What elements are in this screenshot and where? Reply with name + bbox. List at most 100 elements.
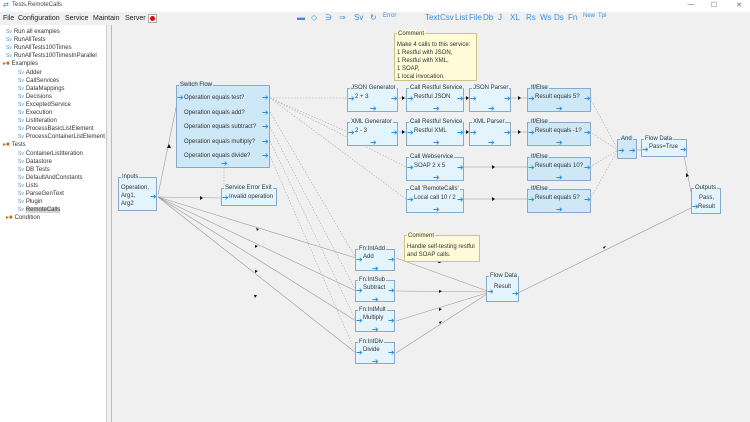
output-arrow-icon[interactable]: ➔ (391, 94, 398, 103)
input-arrow-icon[interactable]: ➔ (356, 348, 363, 357)
tool-flow-icon[interactable]: ⇒ (339, 13, 346, 22)
switch-case-multiply[interactable]: Operation equals multiply? (184, 139, 256, 145)
close-button[interactable]: ✕ (736, 2, 742, 9)
output-arrow-icon[interactable]: ➔ (262, 108, 269, 117)
input-arrow-icon[interactable]: ➔ (177, 93, 184, 102)
true-arrow-icon[interactable]: ➔ (584, 128, 591, 137)
tool-template-icon[interactable]: Tpl (598, 13, 607, 19)
output-arrow-icon[interactable]: ➔ (150, 192, 157, 201)
error-arrow-icon[interactable]: ➔ (433, 205, 440, 214)
output-arrow-icon[interactable]: ➔ (457, 195, 464, 204)
tool-loop-icon[interactable]: ↻ (370, 13, 377, 22)
and-node[interactable]: And ➔ ➔ (617, 136, 637, 159)
input-arrow-icon[interactable]: ➔ (528, 94, 535, 103)
input-arrow-icon[interactable]: ➔ (470, 128, 477, 137)
output-arrow-icon[interactable]: ➔ (391, 128, 398, 137)
ifelse-node-1[interactable]: If/Else ➔ Result equals 5? ➔ ➔ (527, 85, 591, 113)
switch-case-subtract[interactable]: Operation equals subtract? (184, 124, 257, 130)
tool-fn-icon[interactable]: Fn (568, 13, 578, 22)
minimize-button[interactable]: — (687, 1, 695, 8)
output-arrow-icon[interactable]: ➔ (388, 286, 395, 295)
tool-xml-icon[interactable]: XL (510, 13, 520, 22)
tool-and-icon[interactable]: ∋ (325, 13, 332, 22)
false-arrow-icon[interactable]: ➔ (556, 104, 563, 113)
tree-folder[interactable]: ▸■Tests (3, 142, 26, 149)
server-status-button[interactable] (148, 14, 157, 23)
input-arrow-icon[interactable]: ➔ (528, 128, 535, 137)
error-arrow-icon[interactable]: ➔ (370, 138, 377, 147)
tool-decision-icon[interactable]: ◇ (311, 13, 318, 22)
error-arrow-icon[interactable]: ➔ (433, 173, 440, 182)
true-arrow-icon[interactable]: ➔ (584, 195, 591, 204)
output-arrow-icon[interactable]: ➔ (457, 94, 464, 103)
menu-server[interactable]: Server (125, 15, 146, 22)
call-restful-xml-node[interactable]: Call Restful Service ➔ Restful XML ➔ ➔ (406, 119, 464, 147)
output-arrow-icon[interactable]: ➔ (262, 137, 269, 146)
call-restful-json-node[interactable]: Call Restful Service ➔ Restful JSON ➔ ➔ (406, 85, 464, 113)
error-arrow-icon[interactable]: ➔ (372, 325, 379, 334)
comment-note[interactable]: Comment Make 4 calls to this service: 1 … (394, 30, 477, 81)
fn-int-add-node[interactable]: Fn:IntAdd ➔ Add ➔ ➔ (355, 246, 395, 273)
tool-error-icon[interactable]: Error (383, 13, 397, 19)
service-error-exit-node[interactable]: Service Error Exit ➔ Invalid operation (221, 185, 277, 206)
tool-csv-icon[interactable]: Csv (440, 13, 454, 22)
tool-file-icon[interactable]: File (469, 13, 482, 22)
false-arrow-icon[interactable]: ➔ (556, 138, 563, 147)
output-arrow-icon[interactable]: ➔ (388, 255, 395, 264)
true-arrow-icon[interactable]: ➔ (584, 163, 591, 172)
switch-case-divide[interactable]: Operation equals divide? (184, 153, 251, 159)
ifelse-node-2[interactable]: If/Else ➔ Result equals -1? ➔ ➔ (527, 119, 591, 147)
input-arrow-icon[interactable]: ➔ (618, 146, 625, 155)
input-arrow-icon[interactable]: ➔ (692, 202, 699, 211)
input-arrow-icon[interactable]: ➔ (356, 255, 363, 264)
call-webservice-node[interactable]: Call Webservice ➔ SOAP 2 x 5 ➔ ➔ (406, 154, 464, 182)
switch-case-add[interactable]: Operation equals add? (184, 110, 245, 116)
error-arrow-icon[interactable]: ➔ (372, 295, 379, 304)
comment-note[interactable]: Comment Handle self-testing restful and … (404, 232, 480, 262)
switch-flow-node[interactable]: Switch Flow ➔ Operation equals test? Ope… (176, 82, 270, 168)
input-arrow-icon[interactable]: ➔ (348, 128, 355, 137)
fn-int-mult-node[interactable]: Fn:IntMult ➔ Multiply ➔ ➔ (355, 307, 395, 334)
error-arrow-icon[interactable]: ➔ (372, 264, 379, 273)
error-arrow-icon[interactable]: ➔ (433, 138, 440, 147)
menu-maintain[interactable]: Maintain (93, 15, 120, 22)
maximize-button[interactable]: ☐ (710, 2, 718, 9)
fn-int-sub-node[interactable]: Fn:IntSub ➔ Subtract ➔ ➔ (355, 277, 395, 304)
output-arrow-icon[interactable]: ➔ (680, 145, 687, 154)
input-arrow-icon[interactable]: ➔ (356, 316, 363, 325)
input-arrow-icon[interactable]: ➔ (407, 195, 414, 204)
menu-configuration[interactable]: Configuration (18, 15, 60, 22)
menu-service[interactable]: Service (65, 15, 89, 22)
tool-service-icon[interactable]: Sv (354, 13, 364, 22)
menu-file[interactable]: File (3, 15, 15, 22)
tree-folder[interactable]: ▸■Examples (3, 61, 38, 68)
input-arrow-icon[interactable]: ➔ (407, 128, 414, 137)
tool-list-icon[interactable]: List (455, 13, 468, 22)
input-arrow-icon[interactable]: ➔ (348, 94, 355, 103)
tool-comment-icon[interactable]: ▬ (297, 13, 305, 22)
output-arrow-icon[interactable]: ➔ (262, 122, 269, 131)
outputs-node[interactable]: Outputs ➔ Pass, Result (691, 185, 721, 214)
ifelse-node-3[interactable]: If/Else ➔ Result equals 10? ➔ ➔ (527, 154, 591, 182)
input-arrow-icon[interactable]: ➔ (407, 163, 414, 172)
input-arrow-icon[interactable]: ➔ (487, 287, 494, 296)
xml-parser-node[interactable]: XML Parser ➔ ➔ ➔ (469, 119, 511, 147)
output-arrow-icon[interactable]: ➔ (262, 151, 269, 160)
xml-generator-node[interactable]: XML Generator ➔ 2 - 3 ➔ ➔ (347, 119, 398, 147)
input-arrow-icon[interactable]: ➔ (407, 94, 414, 103)
tool-ds-icon[interactable]: Ds (554, 13, 564, 22)
fn-int-div-node[interactable]: Fn:IntDiv ➔ Divide ➔ ➔ (355, 339, 395, 366)
tool-ws-icon[interactable]: Ws (540, 13, 552, 22)
input-arrow-icon[interactable]: ➔ (642, 145, 649, 154)
